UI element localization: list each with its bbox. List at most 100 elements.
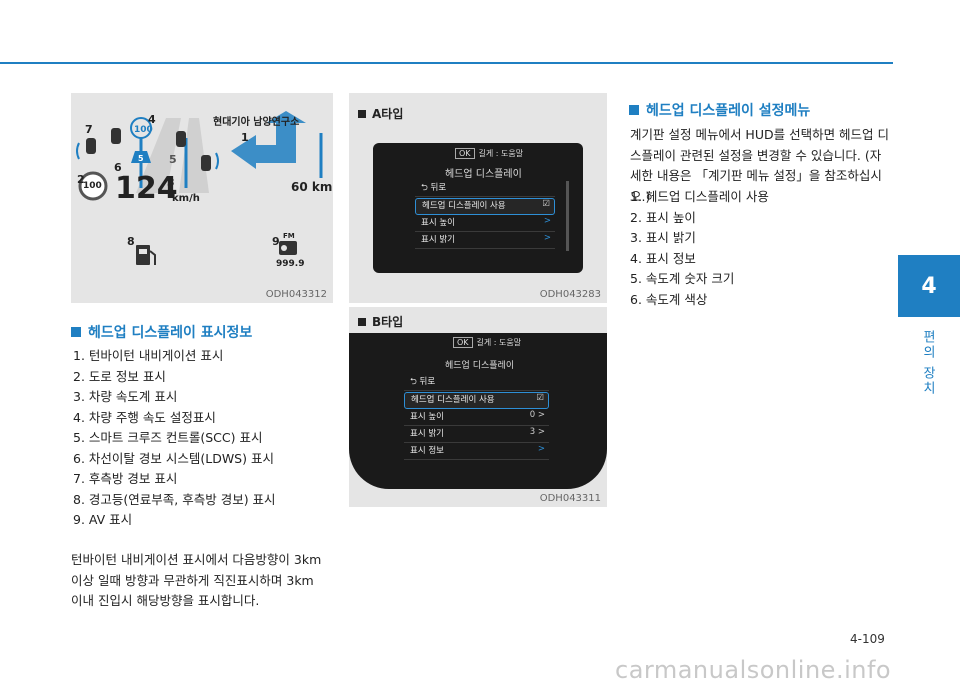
row-label: ⮌ 뒤로 xyxy=(410,377,436,387)
list-item: 5. 속도계 숫자 크기 xyxy=(630,271,735,286)
figure-code: ODH043312 xyxy=(265,289,327,300)
paragraph-line: 계기판 설정 메뉴에서 HUD를 선택하면 헤드업 디 xyxy=(630,127,890,142)
menu-scrollbar[interactable] xyxy=(566,181,569,251)
nav-description: 턴바이턴 내비게이션 표시에서 다음방향이 3km 이상 일때 방향과 무관하게… xyxy=(71,550,346,612)
hud-display-figure: 100 5 현대기아 남양연구소 1 2 3 4 5 6 7 8 9 100 1… xyxy=(71,93,333,303)
hud-cluster-illustration: 100 5 xyxy=(76,111,323,265)
callout-4: 4 xyxy=(148,113,156,126)
menu-title: 헤드업 디스플레이 xyxy=(445,361,515,371)
row-label: 표시 높이 xyxy=(410,412,444,422)
section-heading-display-info: 헤드업 디스플레이 표시정보 xyxy=(71,322,252,342)
callout-6: 6 xyxy=(114,161,122,174)
callout-5: 5 xyxy=(169,153,177,166)
chevron-right-icon: > xyxy=(537,444,545,454)
speed-unit: km/h xyxy=(172,193,200,204)
ok-badge: OK xyxy=(455,148,475,159)
list-item: 9. AV 표시 xyxy=(73,512,133,527)
list-item: 8. 경고등(연료부족, 후측방 경보) 표시 xyxy=(73,491,276,507)
page-number: 4-109 xyxy=(850,632,885,646)
list-item: 2. 도로 정보 표시 xyxy=(73,368,166,384)
callout-2: 2 xyxy=(77,173,85,186)
help-hint-text: 길게 : 도움말 xyxy=(476,338,522,347)
row-label: 표시 밝기 xyxy=(421,235,455,245)
height-value: 0 > xyxy=(529,410,545,420)
checkbox-icon[interactable]: ☑ xyxy=(536,393,544,403)
research-label: 현대기아 남양연구소 xyxy=(213,117,300,128)
list-item: 5. 스마트 크루즈 컨트롤(SCC) 표시 xyxy=(73,430,263,445)
menu-row-height[interactable]: 표시 높이 > xyxy=(415,216,555,232)
svg-text:100: 100 xyxy=(134,125,153,135)
menu-row-hud-use[interactable]: 헤드업 디스플레이 사용 ☑ xyxy=(415,198,555,215)
menu-title: 헤드업 디스플레이 xyxy=(445,169,522,180)
heading-text: 헤드업 디스플레이 표시정보 xyxy=(88,325,253,341)
top-rule xyxy=(0,62,893,64)
radio-band: FM xyxy=(283,232,295,240)
paragraph-line: 이상 일때 방향과 무관하게 직진표시하며 3km xyxy=(71,572,314,588)
menu-row-info[interactable]: 표시 정보 > xyxy=(404,444,549,460)
chevron-right-icon: > xyxy=(543,233,551,243)
chevron-right-icon: > xyxy=(543,216,551,226)
a-type-label: A타입 xyxy=(358,105,403,122)
paragraph-line: 세한 내용은 「계기판 메뉴 설정」을 참조하십시오.) xyxy=(630,168,882,204)
settings-description: 계기판 설정 메뉴에서 HUD를 선택하면 헤드업 디 스플레이 관련된 설정을… xyxy=(630,125,895,207)
figure-code: ODH043311 xyxy=(539,493,601,504)
distance-value: 60 km xyxy=(291,180,333,194)
limit-speed: 100 xyxy=(83,181,102,191)
menu-row-back[interactable]: ⮌ 뒤로 xyxy=(404,375,549,391)
row-label: 헤드업 디스플레이 사용 xyxy=(411,395,495,405)
list-item: 1. 턴바이턴 내비게이션 표시 xyxy=(73,348,224,363)
menu-row-hud-use[interactable]: 헤드업 디스플레이 사용 ☑ xyxy=(404,392,549,409)
paragraph-line: 스플레이 관련된 설정을 변경할 수 있습니다. (자 xyxy=(630,147,882,163)
speed-value: 124 xyxy=(115,171,178,206)
list-item: 4. 차량 주행 속도 설정표시 xyxy=(73,409,216,425)
b-type-label: B타입 xyxy=(358,313,403,330)
list-item: 2. 표시 높이 xyxy=(630,209,696,225)
list-item: 3. 차량 속도계 표시 xyxy=(73,389,178,404)
ok-badge: OK xyxy=(453,337,473,348)
svg-text:5: 5 xyxy=(138,154,144,163)
list-item: 3. 표시 밝기 xyxy=(630,230,696,245)
watermark: carmanualsonline.info xyxy=(615,656,892,684)
figure-code: ODH043283 xyxy=(539,289,601,300)
row-label: ⮌ 뒤로 xyxy=(421,183,447,193)
square-bullet-icon xyxy=(629,105,639,115)
list-item: 6. 차선이탈 경보 시스템(LDWS) 표시 xyxy=(73,450,274,466)
settings-menu-list: 1. 헤드업 디스플레이 사용 2. 표시 높이 3. 표시 밝기 4. 표시 … xyxy=(630,187,890,310)
square-bullet-icon xyxy=(358,110,366,118)
menu-row-brightness[interactable]: 표시 밝기 > xyxy=(415,233,555,249)
square-bullet-icon xyxy=(71,327,81,337)
callout-8: 8 xyxy=(127,235,135,248)
list-item: 7. 후측방 경보 표시 xyxy=(73,471,178,486)
square-bullet-icon xyxy=(358,318,366,326)
brightness-value: 3 > xyxy=(529,427,545,437)
b-type-text: B타입 xyxy=(372,315,404,329)
callout-9: 9 xyxy=(272,235,280,248)
chapter-number: 4 xyxy=(921,273,937,299)
menu-row-back[interactable]: ⮌ 뒤로 xyxy=(415,181,555,197)
help-hint-text: 길게 : 도움말 xyxy=(478,149,524,158)
chapter-title: 편의 장치 xyxy=(920,330,935,397)
a-type-text: A타입 xyxy=(372,107,404,121)
heading-text: 헤드업 디스플레이 설정메뉴 xyxy=(646,103,811,119)
section-heading-settings-menu: 헤드업 디스플레이 설정메뉴 xyxy=(629,100,810,120)
display-info-list: 1. 턴바이턴 내비게이션 표시 2. 도로 정보 표시 3. 차량 속도계 표… xyxy=(73,346,343,531)
list-item: 6. 속도계 색상 xyxy=(630,291,708,307)
callout-1: 1 xyxy=(241,131,249,144)
menu-row-height[interactable]: 표시 높이 0 > xyxy=(404,410,549,426)
chapter-tab[interactable]: 4 xyxy=(898,255,960,317)
row-label: 표시 높이 xyxy=(421,218,455,228)
radio-frequency: 999.9 xyxy=(276,259,305,269)
checkbox-icon[interactable]: ☑ xyxy=(542,199,550,209)
list-item: 4. 표시 정보 xyxy=(630,250,696,266)
callout-7: 7 xyxy=(85,123,93,136)
row-label: 헤드업 디스플레이 사용 xyxy=(422,201,506,211)
row-label: 표시 정보 xyxy=(410,446,444,456)
callout-3: 3 xyxy=(167,176,175,189)
paragraph-line: 이내 진입시 해당방향을 표시합니다. xyxy=(71,593,260,608)
